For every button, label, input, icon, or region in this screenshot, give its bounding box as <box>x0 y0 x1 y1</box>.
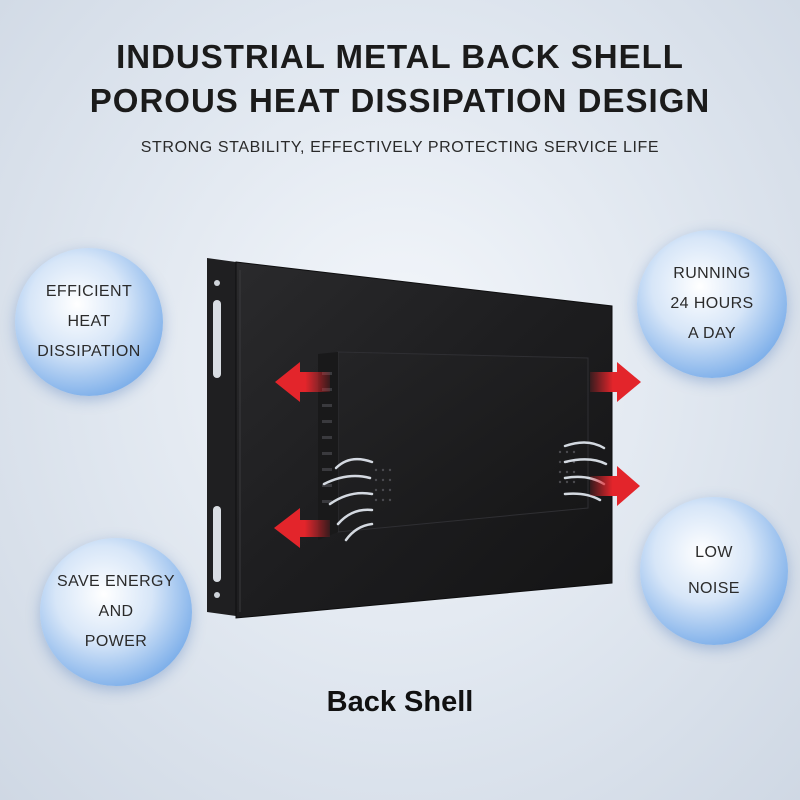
title-line-2: POROUS HEAT DISSIPATION DESIGN <box>89 82 711 119</box>
badge-line: NOISE <box>688 580 740 597</box>
feature-badge-save-energy: SAVE ENERGY AND POWER <box>40 538 192 686</box>
airflow-icon <box>322 441 608 542</box>
mounting-flange <box>207 258 236 616</box>
badge-line: 24 HOURS <box>670 295 754 312</box>
badge-line: DISSIPATION <box>37 343 141 360</box>
badge-line: A DAY <box>688 325 736 342</box>
badge-line: HEAT <box>67 313 111 330</box>
product-label: Back Shell <box>326 686 474 718</box>
feature-badge-low-noise: LOW NOISE <box>640 497 788 645</box>
title-line-1: INDUSTRIAL METAL BACK SHELL <box>116 38 684 75</box>
raised-panel <box>337 351 589 533</box>
feature-badge-running: RUNNING 24 HOURS A DAY <box>637 230 787 378</box>
badge-line: AND <box>98 603 134 620</box>
subtitle: STRONG STABILITY, EFFECTIVELY PROTECTING… <box>140 139 660 156</box>
heat-arrow-right-icon <box>590 466 640 506</box>
badge-line: EFFICIENT <box>45 283 133 300</box>
heat-arrow-right-icon <box>590 362 641 402</box>
heat-arrow-left-icon <box>274 508 330 548</box>
badge-line: SAVE ENERGY <box>57 573 175 590</box>
badge-line: RUNNING <box>673 265 751 282</box>
badge-line: POWER <box>84 633 148 650</box>
feature-badge-efficient-heat: EFFICIENT HEAT DISSIPATION <box>15 248 163 396</box>
heat-arrow-left-icon <box>275 362 330 402</box>
badge-line: LOW <box>695 544 733 561</box>
